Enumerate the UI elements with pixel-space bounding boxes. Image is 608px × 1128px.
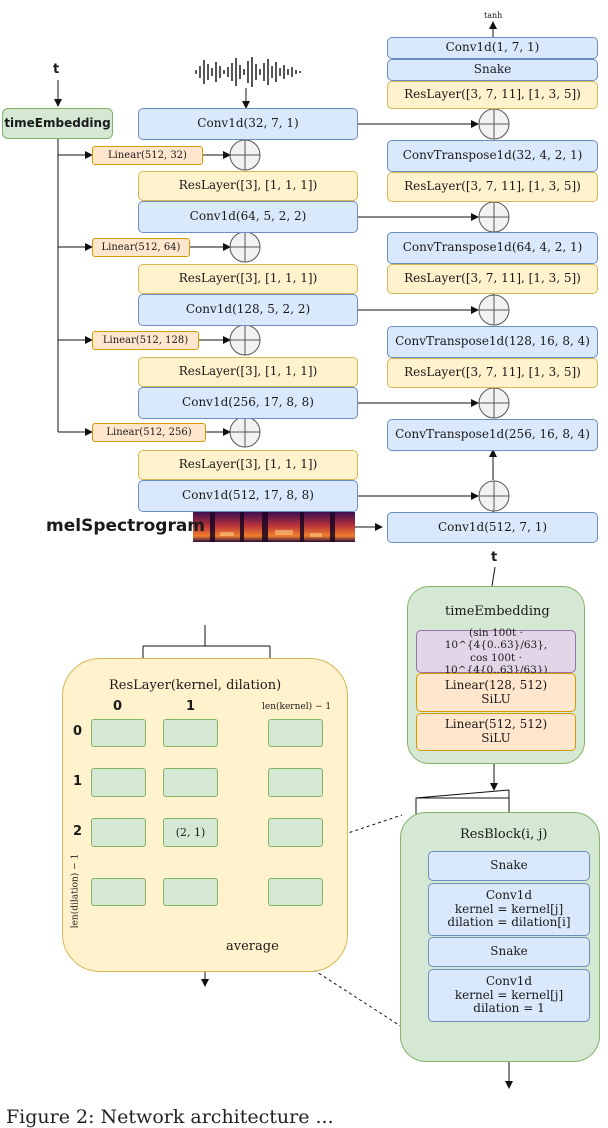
encoder-reslayer-1: ResLayer([3], [1, 1, 1]) <box>138 171 358 201</box>
grid-cell-last-1 <box>163 878 218 906</box>
linear-block-2: Linear(512, 64) <box>92 238 190 257</box>
t-input-label-bottom: t <box>491 550 498 565</box>
conv2-title: Conv1d <box>485 973 533 988</box>
mel-spectrogram-label: melSpectrogram <box>46 516 206 536</box>
reslayer-panel-title: ResLayer(kernel, dilation) <box>109 678 282 693</box>
grid-cell-2-0 <box>91 818 146 847</box>
conv1-kernel: kernel = kernel[j] <box>454 901 564 916</box>
decoder-reslayer-2: ResLayer([3, 7, 11], [1, 3, 5]) <box>387 264 598 294</box>
decoder-transpose-2: ConvTranspose1d(64, 4, 2, 1) <box>387 232 598 264</box>
decoder-reslayer-top: ResLayer([3, 7, 11], [1, 3, 5]) <box>387 81 598 109</box>
resblock-snake-1: Snake <box>428 851 590 881</box>
resblock-conv-2: Conv1d kernel = kernel[j] dilation = 1 <box>428 969 590 1022</box>
figure-caption: Figure 2: Network architecture ... <box>6 1106 334 1128</box>
average-label: average <box>226 939 279 954</box>
grid-cell-1-1 <box>163 768 218 797</box>
decoder-reslayer-3: ResLayer([3, 7, 11], [1, 3, 5]) <box>387 358 598 388</box>
time-embedding-block: timeEmbedding <box>2 108 113 139</box>
tanh-label: tanh <box>484 11 503 20</box>
formula-line-1: (sin 100t · 10^{4{0..63}/63}, <box>444 627 548 652</box>
linear-block-1: Linear(512, 32) <box>92 146 203 165</box>
linear-block-3: Linear(512, 128) <box>92 331 199 350</box>
decoder-transpose-1: ConvTranspose1d(32, 4, 2, 1) <box>387 140 598 172</box>
silu-2-label: SiLU <box>481 731 511 745</box>
row-label-last: len(dilation) − 1 <box>70 853 81 929</box>
encoder-conv-2: Conv1d(128, 5, 2, 2) <box>138 294 358 326</box>
linear-silu-block-1: Linear(128, 512) SiLU <box>416 673 576 712</box>
sinusoidal-formula-block: (sin 100t · 10^{4{0..63}/63}, cos 100t ·… <box>416 627 576 676</box>
resblock-conv-1: Conv1d kernel = kernel[j] dilation = dil… <box>428 883 590 936</box>
conv2-dilation: dilation = 1 <box>473 1001 545 1016</box>
grid-cell-2-1: (2, 1) <box>163 818 218 847</box>
encoder-conv-1: Conv1d(64, 5, 2, 2) <box>138 201 358 233</box>
linear-2-label: Linear(512, 512) <box>444 717 548 732</box>
encoder-conv-4: Conv1d(512, 17, 8, 8) <box>138 480 358 512</box>
conv1-dilation: dilation = dilation[i] <box>447 915 571 930</box>
conv1-title: Conv1d <box>485 887 533 902</box>
spectrogram-image <box>193 512 355 542</box>
waveform-icon <box>195 57 301 87</box>
decoder-conv-output: Conv1d(1, 7, 1) <box>387 37 598 59</box>
grid-cell-0-1 <box>163 719 218 747</box>
decoder-snake: Snake <box>387 59 598 81</box>
decoder-conv-input: Conv1d(512, 7, 1) <box>387 512 598 543</box>
resblock-snake-2: Snake <box>428 937 590 967</box>
grid-cell-1-last <box>268 768 323 797</box>
grid-cell-2-last <box>268 818 323 847</box>
formula-line-2: cos 100t · 10^{4{0..63}/63}) <box>444 651 548 676</box>
row-label-1: 1 <box>73 774 83 789</box>
resblock-title: ResBlock(i, j) <box>460 827 548 842</box>
column-label-1: 1 <box>186 699 196 714</box>
grid-cell-last-last <box>268 878 323 906</box>
decoder-transpose-4: ConvTranspose1d(256, 16, 8, 4) <box>387 419 598 451</box>
row-label-0: 0 <box>73 724 83 739</box>
t-input-label: t <box>53 62 60 77</box>
conv2-kernel: kernel = kernel[j] <box>454 987 564 1002</box>
grid-cell-1-0 <box>91 768 146 797</box>
time-embedding-title: timeEmbedding <box>445 604 550 619</box>
row-label-2: 2 <box>73 824 83 839</box>
encoder-reslayer-2: ResLayer([3], [1, 1, 1]) <box>138 264 358 294</box>
linear-silu-block-2: Linear(512, 512) SiLU <box>416 713 576 751</box>
encoder-reslayer-4: ResLayer([3], [1, 1, 1]) <box>138 450 358 480</box>
encoder-conv-3: Conv1d(256, 17, 8, 8) <box>138 387 358 419</box>
grid-cell-last-0 <box>91 878 146 906</box>
grid-cell-0-0 <box>91 719 146 747</box>
decoder-reslayer-1: ResLayer([3, 7, 11], [1, 3, 5]) <box>387 172 598 202</box>
silu-1-label: SiLU <box>481 691 511 706</box>
linear-1-label: Linear(128, 512) <box>444 677 548 692</box>
decoder-transpose-3: ConvTranspose1d(128, 16, 8, 4) <box>387 326 598 358</box>
linear-block-4: Linear(512, 256) <box>92 423 206 442</box>
column-label-last: len(kernel) − 1 <box>262 702 332 712</box>
grid-cell-0-last <box>268 719 323 747</box>
encoder-conv-input: Conv1d(32, 7, 1) <box>138 108 358 140</box>
reslayer-panel <box>62 658 348 972</box>
column-label-0: 0 <box>113 699 123 714</box>
encoder-reslayer-3: ResLayer([3], [1, 1, 1]) <box>138 357 358 387</box>
